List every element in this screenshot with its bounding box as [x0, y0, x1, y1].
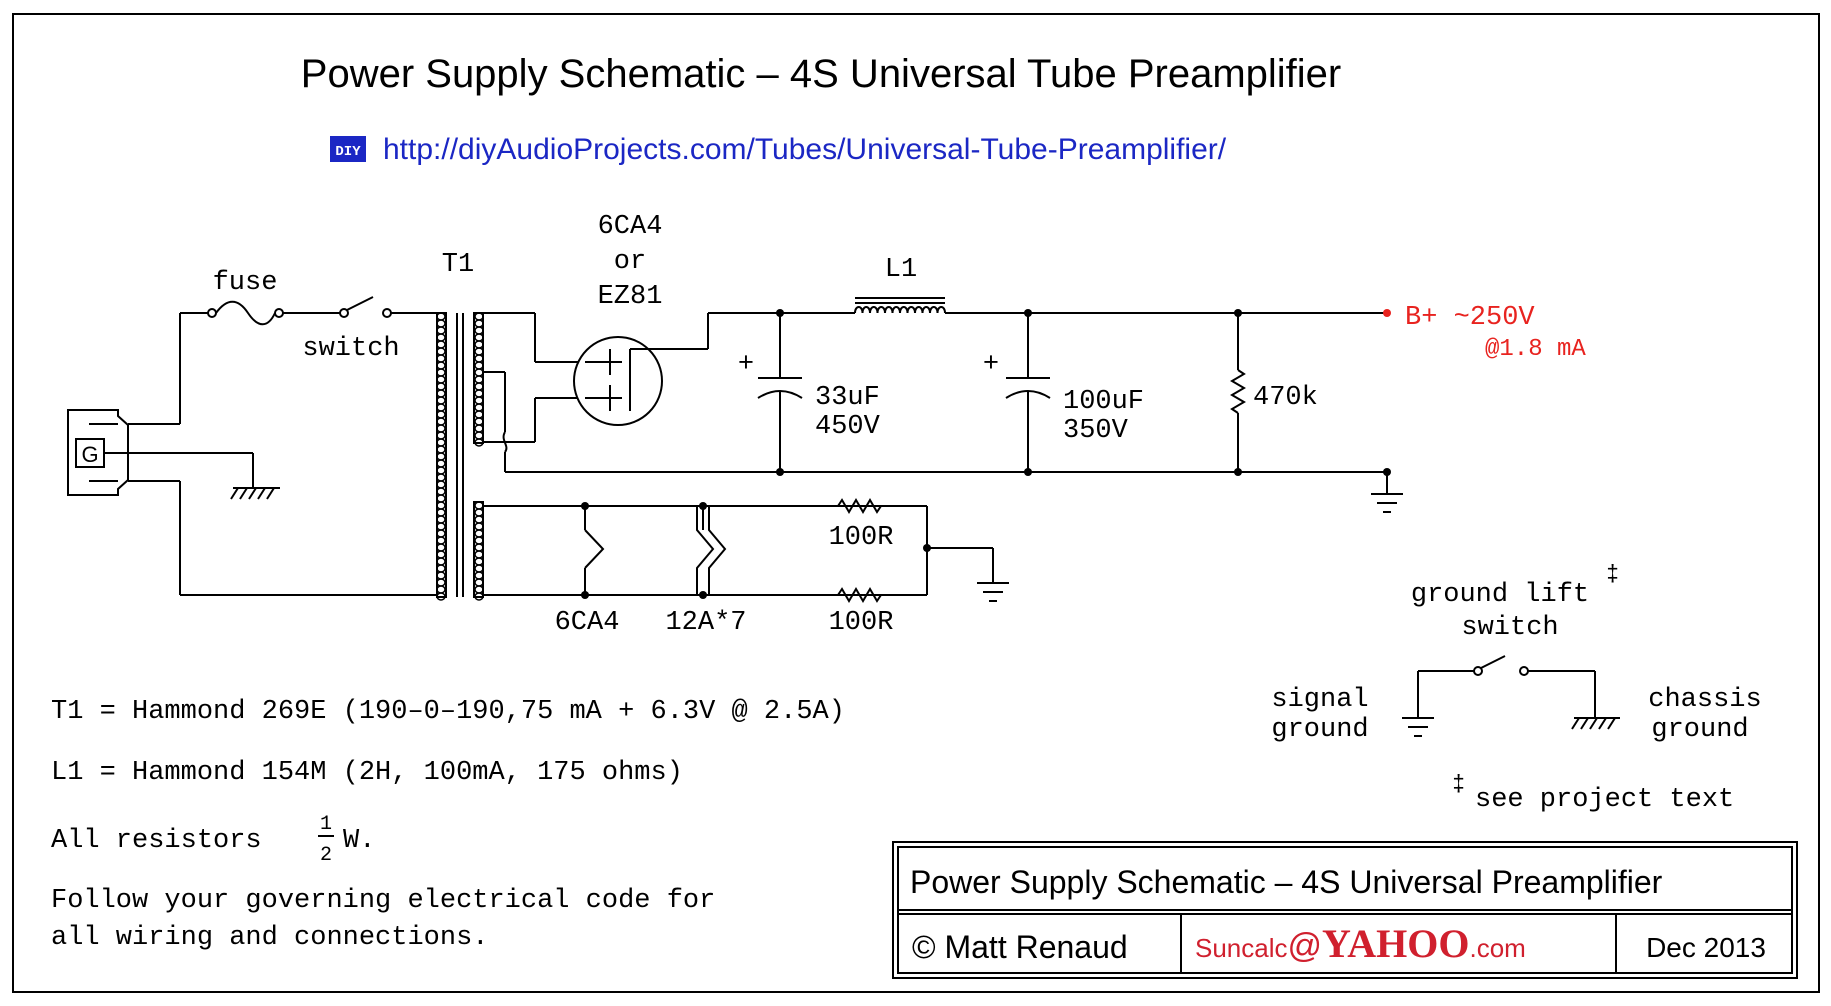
diy-badge: DIY — [330, 136, 366, 162]
c2-polarity-label: + — [983, 350, 999, 380]
winding-turn — [436, 592, 446, 601]
junction-dot — [1024, 468, 1032, 476]
signal-ground-symbol — [1402, 717, 1434, 737]
c1-polarity-label: + — [738, 350, 754, 380]
ground-lift-title-line1: ground lift — [1411, 580, 1589, 610]
title-block-title: Power Supply Schematic – 4S Universal Pr… — [910, 864, 1663, 900]
iec-inlet: G — [67, 409, 129, 496]
note-l1: L1 = Hammond 154M (2H, 100mA, 175 ohms) — [51, 758, 683, 788]
note-resistors-numerator: 1 — [320, 813, 332, 836]
choke-label: L1 — [885, 255, 917, 285]
fuse-label: fuse — [213, 268, 278, 298]
note-t1: T1 = Hammond 269E (190–0–190,75 mA + 6.3… — [51, 697, 845, 727]
signal-ground-symbol — [1371, 493, 1403, 513]
chassis-ground-label-line2: ground — [1651, 715, 1748, 745]
chassis-ground-label-line1: chassis — [1648, 685, 1761, 715]
r-top-value-label: 100R — [829, 523, 894, 553]
capacitor-c2 — [1005, 313, 1051, 472]
transformer-label: T1 — [442, 250, 474, 280]
note-follow-line2: all wiring and connections. — [51, 923, 488, 953]
footnote-dagger: ‡ — [1452, 772, 1465, 797]
switch-terminal — [382, 308, 392, 318]
junction-dot — [1234, 309, 1242, 317]
title-block-author: © Matt Renaud — [912, 929, 1128, 965]
email-user: Suncalc — [1195, 933, 1288, 963]
title-block-date: Dec 2013 — [1646, 932, 1766, 963]
junction-dot — [581, 502, 589, 510]
transformer-t1 — [436, 312, 484, 601]
fuse-terminal — [274, 308, 284, 318]
heater2-label: 12A*7 — [665, 608, 746, 638]
c1-voltage-label: 450V — [815, 412, 881, 442]
email-at: @ — [1288, 927, 1323, 965]
fuse-symbol — [215, 300, 276, 326]
bleeder-value-label: 470k — [1253, 383, 1318, 413]
c1-value-label: 33uF — [815, 383, 880, 413]
rectifier-label-line2: or — [614, 247, 646, 277]
resistor-100r-bottom — [837, 587, 882, 603]
b-plus-current-label: @1.8 mA — [1485, 336, 1586, 363]
ground-lift-title-line2: switch — [1461, 613, 1558, 643]
title-block — [892, 841, 1798, 979]
fuse-terminal — [207, 308, 217, 318]
choke-l1 — [854, 297, 946, 314]
c2-value-label: 100uF — [1063, 387, 1144, 417]
page-title: Power Supply Schematic – 4S Universal Tu… — [301, 52, 1341, 96]
note-resistors-prefix: All resistors — [51, 826, 262, 856]
signal-ground-label-line1: signal — [1271, 685, 1368, 715]
note-resistors-suffix: W. — [343, 826, 375, 856]
b-plus-label: B+ ~250V — [1405, 303, 1535, 333]
b-plus-terminal — [1383, 309, 1391, 317]
heater-ground-symbol — [977, 582, 1009, 602]
capacitor-c1 — [757, 313, 803, 472]
ground-lift-dagger: ‡ — [1606, 562, 1619, 587]
resistor-100r-top — [837, 498, 882, 514]
switch-label: switch — [302, 334, 399, 364]
note-follow-line1: Follow your governing electrical code fo… — [51, 886, 715, 916]
switch-terminal — [339, 308, 349, 318]
bleeder-resistor — [1230, 313, 1246, 472]
ground-pin-label: G — [81, 442, 98, 467]
ground-lift-switch-terminal — [1519, 666, 1529, 676]
rectifier-label-line3: EZ81 — [598, 282, 663, 312]
svg-text:DIY: DIY — [335, 144, 361, 160]
junction-dot — [1234, 468, 1242, 476]
c2-voltage-label: 350V — [1063, 416, 1129, 446]
winding-turn — [474, 592, 484, 601]
rectifier-label-line1: 6CA4 — [598, 212, 663, 242]
junction-dot — [1024, 309, 1032, 317]
junction-dot — [581, 591, 589, 599]
rectifier-tube — [573, 336, 708, 426]
r-bottom-value-label: 100R — [829, 608, 894, 638]
heater1-label: 6CA4 — [555, 608, 620, 638]
junction-dot — [776, 309, 784, 317]
title-block-email: Suncalc@YAHOO.com — [1195, 921, 1526, 966]
note-resistors-denominator: 2 — [320, 844, 332, 867]
chassis-ground-symbol — [1571, 717, 1620, 730]
email-dotcom: .com — [1469, 933, 1525, 963]
project-url-link[interactable]: http://diyAudioProjects.com/Tubes/Univer… — [383, 133, 1227, 166]
junction-dot — [776, 468, 784, 476]
signal-ground-label-line2: ground — [1271, 715, 1368, 745]
switch-lever — [346, 296, 374, 311]
ground-lift-switch-lever[interactable] — [1480, 655, 1506, 669]
page-border — [12, 13, 1820, 993]
ground-lift-switch-terminal — [1473, 666, 1483, 676]
email-yahoo: YAHOO — [1322, 921, 1469, 966]
chassis-ground-symbol — [230, 487, 280, 500]
footnote-text: see project text — [1475, 785, 1734, 815]
